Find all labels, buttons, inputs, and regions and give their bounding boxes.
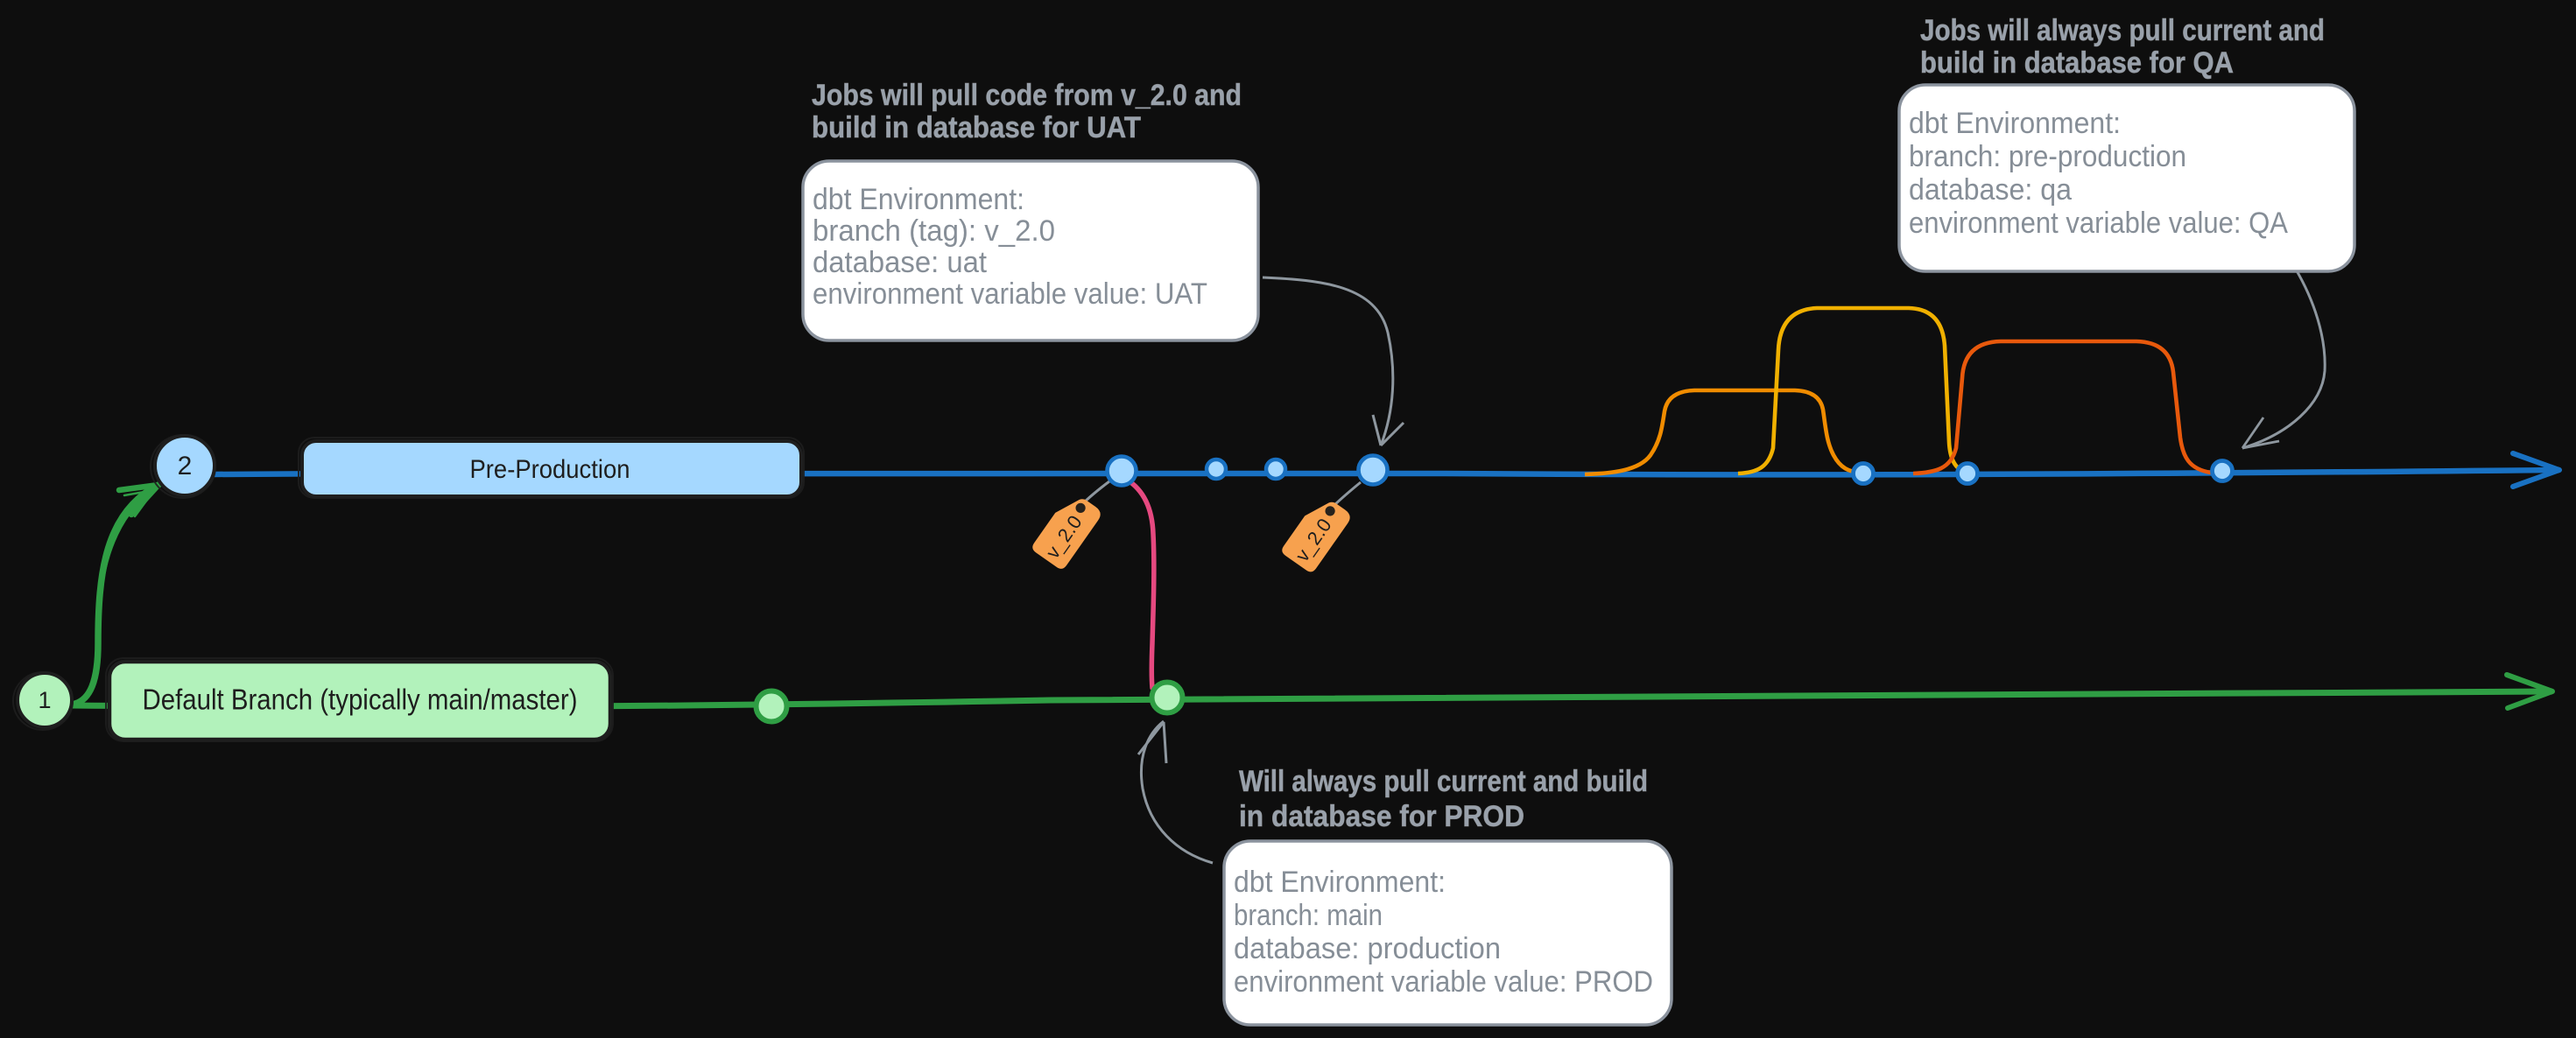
svg-text:build in database for QA: build in database for QA	[1920, 46, 2234, 80]
svg-text:Pre-Production: Pre-Production	[470, 455, 630, 484]
svg-text:2: 2	[178, 452, 193, 480]
svg-text:environment variable value: QA: environment variable value: QA	[1909, 207, 2288, 240]
svg-text:branch: pre-production: branch: pre-production	[1909, 140, 2186, 173]
svg-text:in database for PROD: in database for PROD	[1239, 800, 1524, 833]
svg-text:dbt Environment:: dbt Environment:	[813, 183, 1024, 216]
svg-text:Will always pull current and b: Will always pull current and build	[1239, 765, 1648, 798]
svg-text:dbt Environment:: dbt Environment:	[1909, 107, 2121, 140]
svg-text:Default Branch (typically main: Default Branch (typically main/master)	[143, 684, 578, 716]
svg-text:branch: main: branch: main	[1234, 899, 1383, 932]
svg-text:environment variable value: UA: environment variable value: UAT	[813, 277, 1207, 311]
svg-text:dbt Environment:: dbt Environment:	[1234, 866, 1446, 899]
svg-text:database: qa: database: qa	[1909, 173, 2072, 207]
svg-text:database: uat: database: uat	[813, 246, 988, 279]
svg-text:environment variable value: PR: environment variable value: PROD	[1234, 965, 1653, 999]
svg-text:Jobs will pull code from v_2.0: Jobs will pull code from v_2.0 and	[812, 79, 1242, 112]
svg-text:database: production: database: production	[1234, 932, 1501, 965]
svg-text:build in database for UAT: build in database for UAT	[812, 111, 1141, 144]
svg-text:1: 1	[38, 687, 51, 713]
svg-text:branch (tag): v_2.0: branch (tag): v_2.0	[813, 214, 1055, 248]
svg-text:Jobs will always pull current: Jobs will always pull current and	[1920, 14, 2325, 47]
